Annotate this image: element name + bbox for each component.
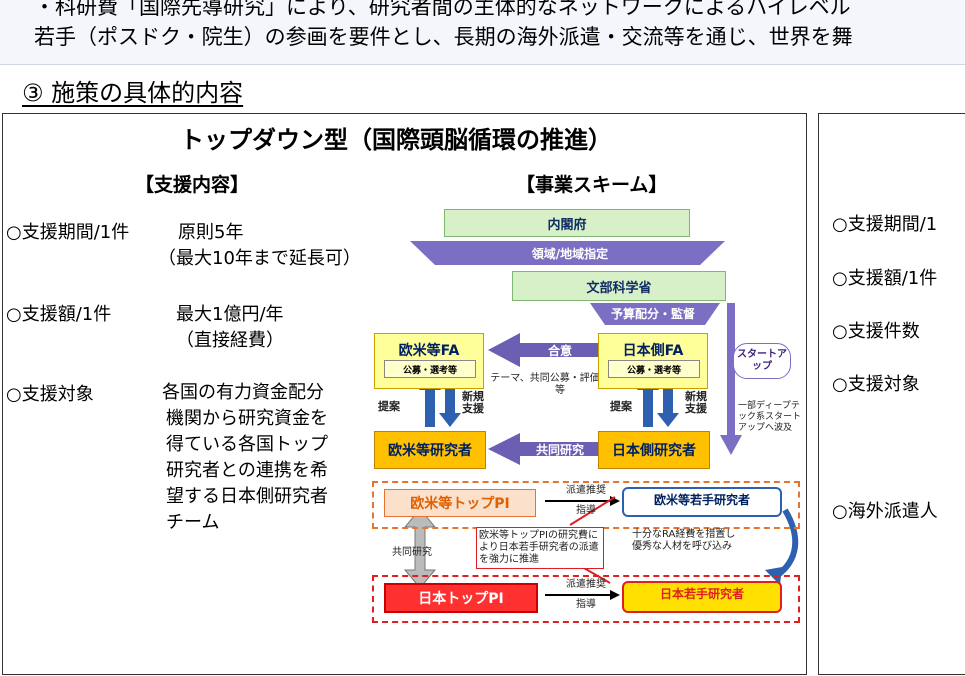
researcher-west-box: 欧米等研究者 [374, 431, 486, 469]
support-arrow-japan [657, 375, 679, 427]
domain-arrow [410, 241, 725, 265]
right-count-label: ○支援件数 [832, 321, 920, 342]
target-line-6: チーム [166, 512, 220, 533]
joint-research-arrow [488, 433, 632, 465]
period-value: 原則5年 [178, 222, 244, 243]
dispatch-accept-1: 派遣推奨 [566, 485, 606, 496]
dispatch-arrowhead-2 [610, 590, 620, 600]
agreement-label: 合意 [547, 343, 572, 358]
target-line-2: 機関から研究資金を [166, 408, 328, 429]
scheme-diagram: 内閣府 領域/地域指定 文部科学省 予算配分・監督 欧米等FA 公募・選考等 合… [370, 205, 802, 625]
top-pi-west-box: 欧米等トップPI [384, 489, 536, 517]
left-panel-title: トップダウン型（国際頭脳循環の推進） [180, 126, 612, 154]
startup-bubble: スタートアップ [733, 343, 791, 379]
target-line-5: 望する日本側研究者 [166, 486, 328, 507]
amount-value-note: （直接経費） [176, 330, 284, 351]
amount-value: 最大1億円/年 [176, 304, 284, 325]
target-label: ○支援対象 [6, 384, 94, 405]
naikakufu-box: 内閣府 [444, 209, 690, 237]
period-label: ○支援期間/1件 [6, 222, 130, 243]
summary-line-1: ・科研費「国際先導研究」により、研究者間の主体的なネットワークによるハイレベル [34, 0, 851, 19]
joint-research-vertical-label: 共同研究 [392, 547, 432, 558]
top-pi-japan-box: 日本トップPI [384, 583, 538, 613]
guidance-1: 指導 [576, 505, 596, 516]
fa-japan-tag: 公募・選考等 [608, 360, 700, 378]
period-value-extension: （最大10年まで延長可） [158, 248, 361, 269]
deeptech-note: 一部ディープテック系スタートアップへ波及 [738, 401, 802, 433]
fa-japan-label: 日本側FA [622, 343, 684, 359]
fa-west-label: 欧米等FA [398, 343, 460, 359]
support-arrow-west [439, 375, 461, 427]
ra-note: 十分なRA経費を措置し優秀な人材を呼び込み [632, 529, 736, 552]
domain-label: 領域/地域指定 [531, 246, 609, 261]
young-japan-box: 日本若手研究者 [622, 581, 782, 613]
agreement-arrow [488, 333, 632, 367]
proposal-japan: 提案 [610, 400, 632, 413]
scheme-header: 【事業スキーム】 [516, 174, 668, 196]
right-dispatch-label: ○海外派遣人 [832, 501, 938, 522]
new-support-japan: 新規支援 [685, 390, 707, 415]
japan-team-frame [372, 575, 800, 623]
mext-box: 文部科学省 [512, 271, 726, 301]
summary-band: ・科研費「国際先導研究」により、研究者間の主体的なネットワークによるハイレベル … [0, 0, 965, 65]
new-support-west: 新規支援 [462, 390, 484, 415]
young-west-box: 欧米等若手研究者 [622, 487, 782, 517]
dispatch-accept-2: 派遣推奨 [566, 579, 606, 590]
deeptech-arrow [720, 303, 742, 455]
target-line-3: 得ている各国トップ [166, 434, 328, 455]
note-arrow-west [569, 496, 616, 526]
guidance-2: 指導 [576, 599, 596, 610]
right-amount-label: ○支援額/1件 [832, 268, 938, 289]
joint-research-label: 共同研究 [535, 442, 584, 457]
ra-curve-arrow [773, 508, 799, 580]
target-line-1: 各国の有力資金配分 [162, 382, 324, 403]
section-heading: ③ 施策の具体的内容 [22, 79, 244, 107]
summary-line-2: 若手（ポスドク・院生）の参画を要件とし、長期の海外派遣・交流等を通じ、世界を舞 [34, 25, 853, 49]
agreement-note: テーマ、共同公募・評価・支援等 [490, 373, 630, 396]
funds-note: 欧米等トップPIの研究費により日本若手研究者の派遣を強力に推進 [476, 527, 604, 569]
right-panel [818, 113, 965, 675]
amount-label: ○支援額/1件 [6, 304, 112, 325]
right-period-label: ○支援期間/1 [832, 214, 938, 235]
fa-west-tag: 公募・選考等 [384, 360, 476, 378]
budget-arrow [590, 303, 720, 325]
target-line-4: 研究者との連携を希 [166, 460, 328, 481]
support-header: 【支援内容】 [135, 174, 250, 196]
budget-label: 予算配分・監督 [610, 306, 695, 321]
right-target-label: ○支援対象 [832, 374, 920, 395]
proposal-west: 提案 [378, 400, 400, 413]
researcher-japan-box: 日本側研究者 [598, 431, 710, 469]
